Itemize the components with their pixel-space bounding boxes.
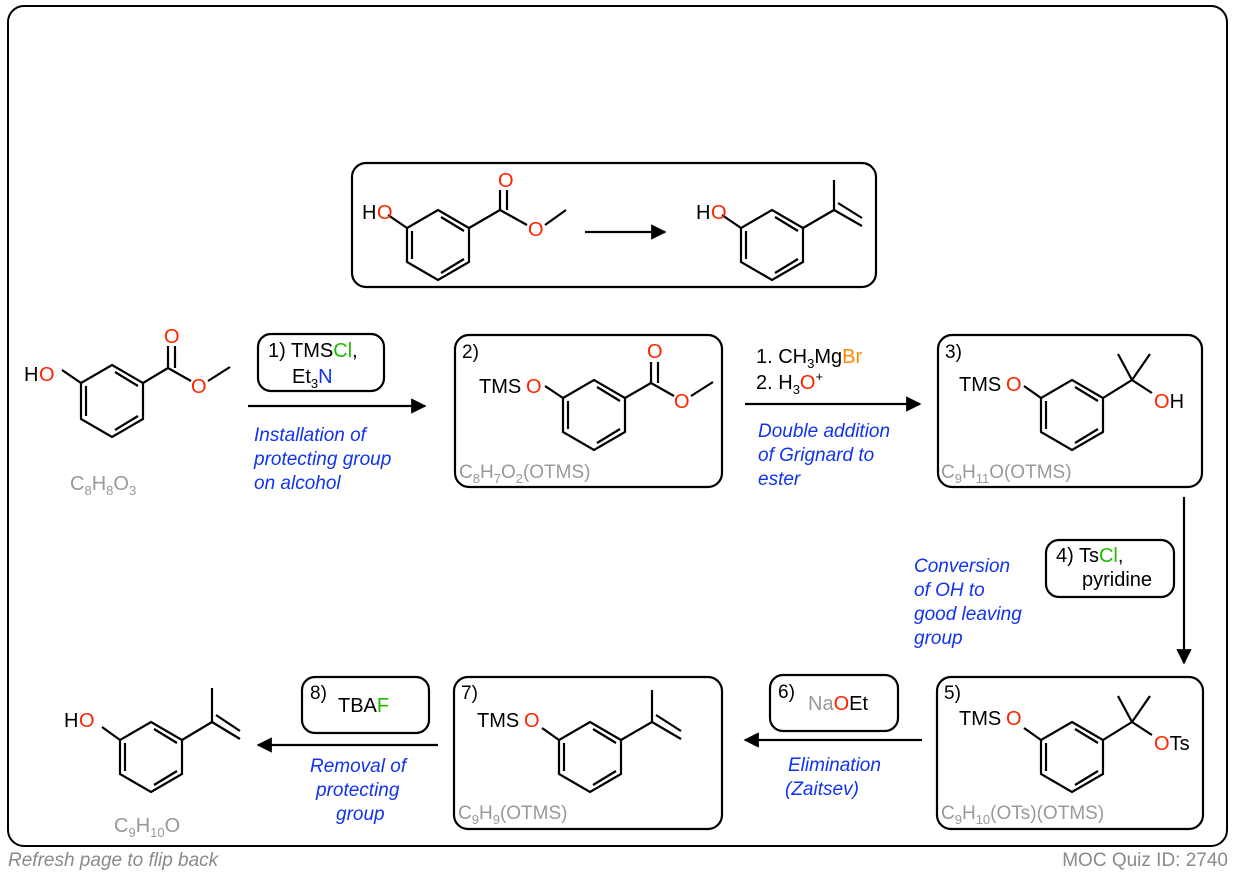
compound-2-box	[453, 333, 724, 489]
compound-3-box	[936, 333, 1204, 489]
starting-material: H O O O C8H8O3	[24, 326, 231, 498]
compound-3-structure	[1023, 353, 1153, 452]
step2-description-line2: of Grignard to	[758, 445, 874, 466]
step8-reagent: TBAF	[338, 695, 389, 717]
start-carbonyl-o: O	[164, 326, 180, 348]
compound-7-o: O	[524, 710, 540, 732]
compound-2-tms: TMS	[479, 376, 521, 398]
compound-5-ots: OTs	[1154, 733, 1190, 755]
step8-description-line1: Removal of	[310, 756, 408, 777]
step8-description-line3: group	[336, 804, 385, 825]
step6-description-line1: Elimination	[788, 755, 881, 776]
step4-reagent-line2: pyridine	[1082, 569, 1152, 591]
step1-description-line1: Installation of	[254, 425, 368, 446]
compound-2-o: O	[526, 376, 542, 398]
compound-7-box	[452, 675, 724, 831]
summary-reactant-ester-o: O	[528, 219, 544, 241]
compound-5: 5) TMS O OTs C9H10(OTs)(OTMS)	[935, 675, 1205, 831]
compound-2-number: 2)	[462, 342, 479, 363]
summary-product-structure	[721, 180, 863, 282]
compound-2-structure	[544, 362, 714, 452]
compound-7: 7) TMS O C9H9(OTMS)	[452, 675, 724, 831]
start-ester-o: O	[191, 376, 207, 398]
compound-2-formula: C8H7O2(OTMS)	[459, 462, 591, 486]
compound-5-structure	[1023, 695, 1153, 794]
compound-5-number: 5)	[944, 683, 961, 704]
compound-7-tms: TMS	[477, 710, 519, 732]
compound-3-oh: OH	[1154, 391, 1184, 413]
step1-description-line3: on alcohol	[254, 473, 341, 494]
summary-reactant-carbonyl-o: O	[498, 170, 514, 192]
start-o: O	[39, 364, 55, 386]
compound-3-o: O	[1006, 374, 1022, 396]
step4-description-line4: group	[914, 628, 963, 649]
step6-reagent-box	[768, 673, 900, 733]
compound-5-tms: TMS	[959, 708, 1001, 730]
step6: 6) NaOEt Elimination (Zaitsev)	[743, 673, 922, 800]
step4-description-line3: good leaving	[914, 604, 1022, 625]
summary-product-h: H	[696, 202, 710, 224]
step6-reagent: NaOEt	[808, 693, 868, 715]
step2-description-line1: Double addition	[758, 421, 890, 442]
step8-reagent-box	[300, 675, 431, 735]
compound-3-tms: TMS	[959, 374, 1001, 396]
step4: 4) TsCl, pyridine Conversion of OH to go…	[914, 497, 1192, 665]
step6-description-line2: (Zaitsev)	[785, 779, 859, 800]
step4-reagent-line1: 4) TsCl,	[1056, 545, 1123, 567]
compound-5-o: O	[1006, 708, 1022, 730]
step8: 8) TBAF Removal of protecting group	[256, 675, 438, 825]
compound-2-ester-o: O	[674, 391, 690, 413]
step8-number: 8)	[310, 683, 327, 704]
step1-reagent-line2: Et3N	[292, 366, 333, 391]
compound-3-number: 3)	[945, 342, 962, 363]
summary-box	[350, 161, 878, 289]
start-structure	[61, 346, 231, 439]
step1-reagent-line1: 1) TMSCl,	[268, 340, 358, 362]
compound-7-formula: C9H9(OTMS)	[458, 803, 567, 827]
step1: 1) TMSCl, Et3N Installation of protectin…	[248, 332, 427, 494]
quiz-id: MOC Quiz ID: 2740	[1062, 850, 1228, 871]
step4-reagent-box	[1044, 538, 1176, 599]
start-h: H	[24, 364, 38, 386]
outer-frame	[7, 5, 1228, 847]
summary-reactant-structure	[387, 190, 567, 282]
compound-7-number: 7)	[461, 683, 478, 704]
step2-reagent-line1: 1. CH3MgBr	[756, 346, 862, 371]
step1-description-line2: protecting group	[253, 449, 391, 470]
step4-description-line2: of OH to	[914, 580, 985, 601]
step2-description-line3: ester	[758, 469, 801, 490]
step2: 1. CH3MgBr 2. H3O+ Double addition of Gr…	[745, 346, 922, 490]
summary-reaction: H O O O H O	[350, 161, 878, 289]
step2-reagent-line2: 2. H3O+	[756, 369, 823, 397]
final-formula: C9H10O	[114, 815, 180, 840]
compound-7-structure	[541, 690, 682, 794]
compound-3-formula: C9H11O(OTMS)	[941, 462, 1072, 486]
step8-description-line2: protecting	[315, 780, 400, 801]
step6-number: 6)	[778, 682, 795, 703]
compound-5-box	[935, 675, 1205, 831]
compound-2-carbonyl-o: O	[647, 341, 663, 363]
summary-product-o: O	[711, 202, 727, 224]
final-structure	[101, 688, 241, 794]
summary-reactant-h: H	[362, 202, 376, 224]
step4-description-line1: Conversion	[914, 556, 1010, 577]
final-o: O	[79, 710, 95, 732]
final-product: H O C9H10O	[64, 688, 241, 840]
refresh-hint: Refresh page to flip back	[8, 850, 219, 871]
summary-reactant-o: O	[377, 202, 393, 224]
compound-3: 3) TMS O OH C9H11O(OTMS)	[936, 333, 1204, 489]
compound-5-formula: C9H10(OTs)(OTMS)	[941, 803, 1104, 827]
final-h: H	[64, 710, 78, 732]
compound-2: 2) TMS O O O C8H7O2(OTMS)	[453, 333, 724, 489]
start-formula: C8H8O3	[70, 473, 136, 498]
step1-reagent-box	[256, 332, 386, 393]
